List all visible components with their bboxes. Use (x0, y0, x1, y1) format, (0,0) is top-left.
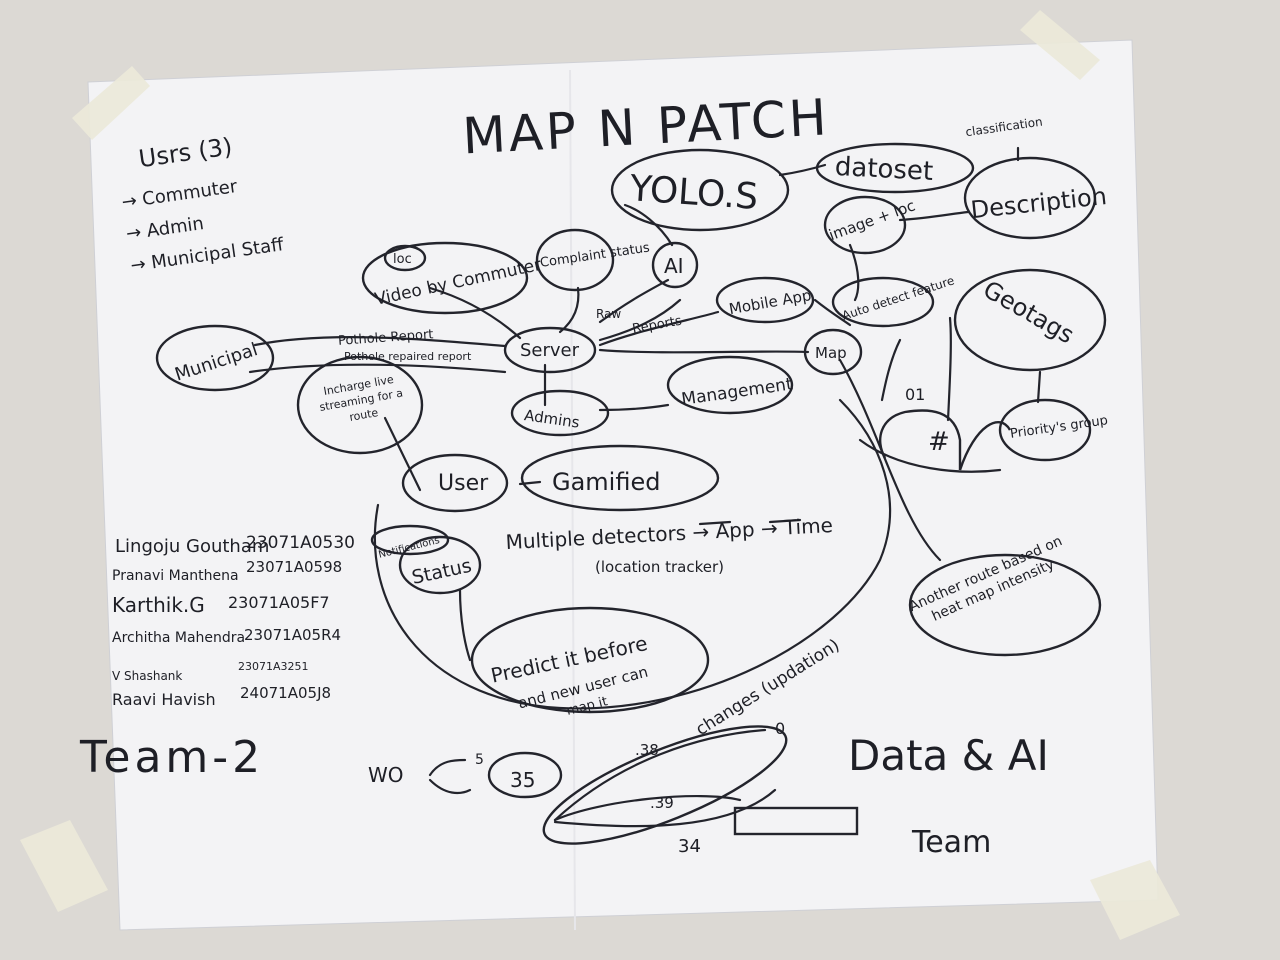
footer-five: 5 (475, 752, 484, 768)
bubbles (155, 142, 1107, 845)
footer-team: Team (911, 825, 991, 860)
node-yolo: YOLO.S (627, 168, 759, 218)
member-name: Lingoju Goutham (115, 536, 269, 557)
tape-pieces (20, 10, 1180, 940)
node-server: Server (520, 340, 580, 361)
member-name: V Shashank (112, 669, 182, 683)
footer-v39: .39 (650, 794, 674, 812)
node-loc: loc (393, 252, 412, 267)
member-id: 23071A3251 (238, 660, 309, 673)
member-id: 23071A0598 (246, 558, 342, 576)
node-pothole-repaired: Pothole repaired report (344, 350, 472, 363)
footer-v38: .38 (635, 741, 659, 759)
member-name: Architha Mahendra (112, 630, 245, 646)
node-location-tracker: (location tracker) (595, 558, 724, 576)
node-road-marks: 01 (905, 385, 925, 404)
node-hash: # (928, 427, 950, 457)
node-raw: Raw (596, 307, 621, 321)
node-map: Map (815, 344, 847, 362)
node-dataset: datoset (834, 152, 934, 187)
member-name: Karthik.G (112, 593, 205, 617)
footer-zero: 0 (775, 719, 785, 738)
footer-data-ai: Data & AI (848, 731, 1049, 780)
node-pothole-report: Pothole Report (338, 327, 434, 349)
node-user: User (438, 471, 489, 496)
member-id: 24071A05J8 (240, 684, 331, 702)
footer-wo: WO (368, 763, 404, 787)
member-name: Raavi Havish (112, 690, 216, 709)
member-id: 23071A05F7 (228, 593, 330, 612)
team-members-list: Lingoju Goutham 23071A0530 Pranavi Manth… (112, 533, 355, 709)
footer-v34: 34 (678, 836, 701, 857)
connector-lines (248, 146, 1042, 828)
footer-thirty-five: 35 (510, 768, 535, 792)
node-ai: AI (664, 254, 684, 278)
member-id: 23071A05R4 (244, 626, 341, 644)
member-name: Pranavi Manthena (112, 568, 239, 584)
team-label: Team-2 (79, 732, 264, 783)
member-id: 23071A0530 (246, 533, 355, 553)
node-gamified: Gamified (552, 468, 660, 496)
